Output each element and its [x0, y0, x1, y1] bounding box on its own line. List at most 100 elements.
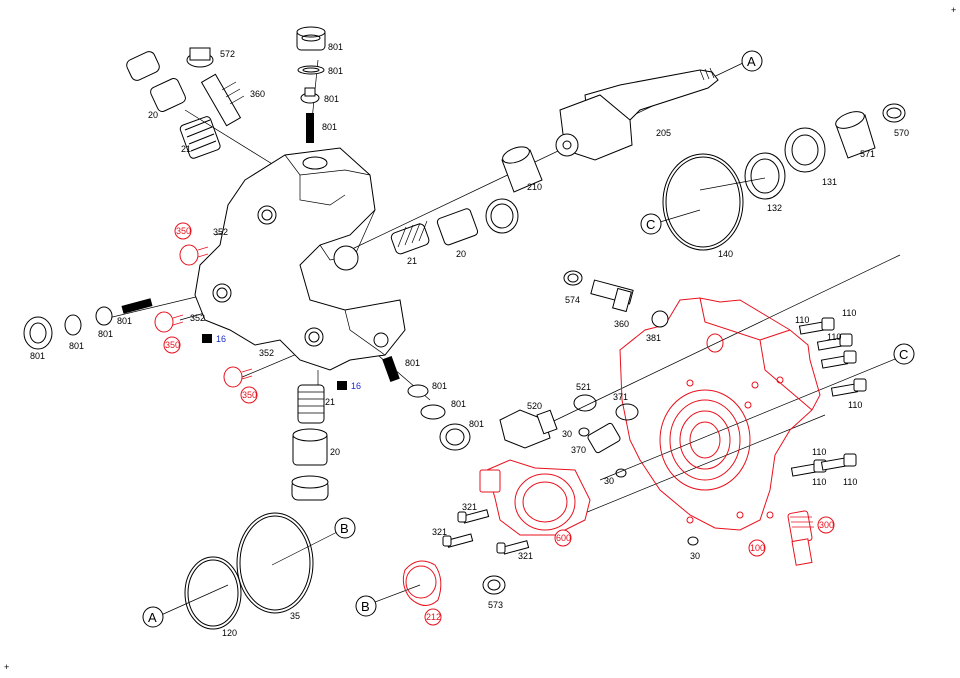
red-metering-unit-600: 600 — [479, 459, 591, 547]
callout-A-bottom: A — [142, 606, 164, 628]
oring-35 — [236, 512, 314, 614]
label-371: 371 — [613, 392, 628, 402]
valve-370 — [587, 422, 621, 454]
label-801-i: 801 — [432, 381, 447, 391]
valve-360-lower — [590, 279, 669, 328]
label-360-a: 360 — [250, 89, 265, 99]
callout-B-bottom: B — [334, 517, 356, 539]
label-801-h2: 801 — [117, 316, 132, 326]
label-140: 140 — [718, 249, 733, 259]
label-21-b: 21 — [407, 256, 417, 266]
grub-screw-16-a — [202, 334, 212, 343]
roller-210 — [501, 146, 543, 193]
label-21-c: 21 — [325, 397, 335, 407]
svg-text:A: A — [148, 610, 157, 625]
label-321-c: 321 — [518, 551, 533, 561]
callout-C-top: C — [640, 213, 662, 235]
label-801-h: 801 — [405, 358, 420, 368]
corner-mark-bottom-left: + — [4, 662, 9, 672]
screws-321 — [442, 509, 530, 555]
label-570: 570 — [894, 128, 909, 138]
svg-text:C: C — [899, 347, 908, 362]
label-16-a: 16 — [216, 334, 226, 344]
callout-A-top: A — [741, 50, 763, 72]
svg-text:C: C — [646, 217, 655, 232]
label-20-b: 20 — [456, 249, 466, 259]
label-20-a: 20 — [148, 110, 158, 120]
label-801-j: 801 — [451, 399, 466, 409]
label-35: 35 — [290, 611, 300, 621]
label-205: 205 — [656, 128, 671, 138]
label-352-c: 352 — [259, 348, 274, 358]
label-571: 571 — [860, 149, 875, 159]
red-sensor-300: 300 — [787, 510, 835, 566]
oring-30-b — [615, 468, 627, 478]
plunger-20-lower — [291, 428, 329, 501]
svg-text:A: A — [747, 54, 756, 69]
label-212: 212 — [426, 612, 441, 622]
red-plug-350-a: 350 — [174, 222, 209, 266]
label-801-e: 801 — [30, 351, 45, 361]
svg-text:B: B — [361, 599, 370, 614]
label-16-b: 16 — [351, 381, 361, 391]
cap-573 — [482, 575, 506, 595]
label-801-f: 801 — [69, 341, 84, 351]
label-30-b: 30 — [604, 476, 614, 486]
corner-mark-top-right: + — [951, 5, 956, 15]
label-120: 120 — [222, 628, 237, 638]
drive-shaft-205 — [555, 67, 719, 161]
spring-21-lower — [297, 384, 325, 424]
valve-360-top — [200, 73, 245, 127]
label-110-a: 110 — [795, 315, 809, 325]
callout-B-left: B — [355, 595, 377, 617]
label-801-k: 801 — [469, 419, 484, 429]
label-352-b: 352 — [190, 313, 205, 323]
valve-572 — [186, 47, 214, 68]
label-321-a: 321 — [462, 502, 477, 512]
label-574: 574 — [565, 295, 580, 305]
label-360-b: 360 — [614, 319, 629, 329]
right-plug-stack — [382, 356, 471, 451]
label-801-g: 801 — [98, 329, 113, 339]
spring-21-top — [179, 116, 221, 159]
label-352-a: 352 — [213, 227, 228, 237]
pump-housing — [194, 147, 406, 371]
oring-30-a — [578, 427, 590, 437]
sensor-520 — [499, 409, 558, 449]
svg-text:B: B — [340, 521, 349, 536]
label-110-c: 110 — [827, 332, 841, 342]
top-plug-stack — [296, 26, 326, 143]
label-350-c: 350 — [242, 390, 257, 400]
label-801-b: 801 — [328, 66, 343, 76]
oring-371 — [615, 403, 639, 421]
label-801-c: 801 — [324, 94, 339, 104]
sleeve-571 — [835, 111, 876, 159]
label-520: 520 — [527, 401, 542, 411]
oring-521 — [573, 394, 597, 412]
label-21-a: 21 — [181, 144, 191, 154]
oring-120 — [184, 556, 242, 630]
grub-screw-16-b — [337, 381, 347, 390]
label-110-g: 110 — [843, 477, 857, 487]
bushing-570 — [882, 103, 906, 123]
label-300: 300 — [819, 520, 834, 530]
leader-lines — [99, 59, 906, 621]
label-370: 370 — [571, 445, 586, 455]
plunger-20-top — [126, 51, 186, 112]
callout-C-right: C — [893, 343, 915, 365]
label-801-a: 801 — [328, 42, 343, 52]
label-110-d: 110 — [848, 400, 862, 410]
spring-21-middle — [390, 220, 430, 255]
label-350-b: 350 — [165, 340, 180, 350]
label-110-b: 110 — [842, 308, 856, 318]
circlip-132 — [744, 152, 786, 200]
label-572: 572 — [220, 49, 235, 59]
label-30-c: 30 — [690, 551, 700, 561]
label-573: 573 — [488, 600, 503, 610]
label-132: 132 — [767, 203, 782, 213]
label-100: 100 — [750, 543, 765, 553]
label-350-a: 350 — [176, 226, 191, 236]
label-600: 600 — [556, 533, 571, 543]
seal-131 — [784, 127, 826, 173]
